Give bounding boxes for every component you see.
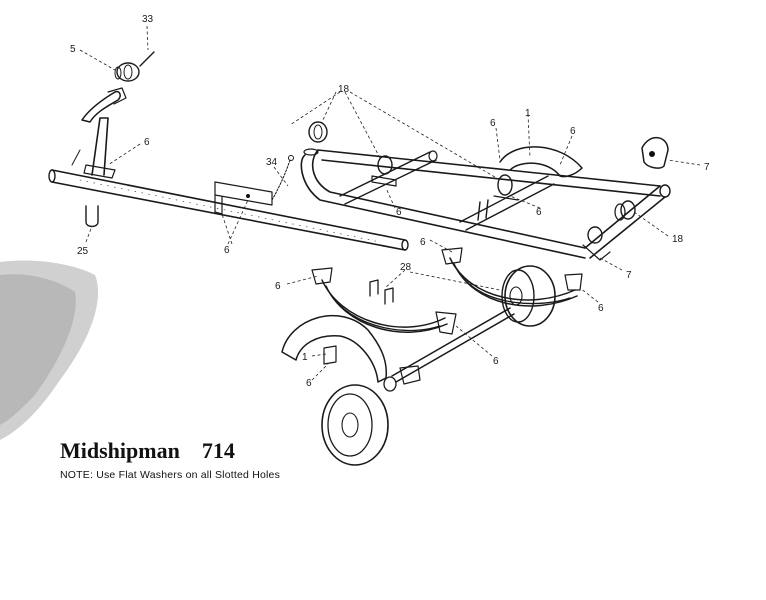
callout-6-roller: 6 bbox=[396, 207, 402, 218]
callout-7-top: 7 bbox=[704, 162, 710, 173]
callout-labels: 33 5 6 18 1 6 6 7 34 6 6 6 6 18 7 25 28 … bbox=[70, 14, 710, 389]
spring-shackle bbox=[435, 311, 457, 335]
callout-6-top: 6 bbox=[490, 118, 496, 129]
tongue-tube bbox=[48, 169, 409, 251]
title-block: Midshipman 714 NOTE: Use Flat Washers on… bbox=[60, 438, 280, 481]
callout-33: 33 bbox=[142, 14, 154, 25]
callout-6-frontright: 6 bbox=[598, 303, 604, 314]
u-bolts-28 bbox=[369, 279, 394, 305]
leaf-spring-right bbox=[441, 247, 583, 307]
diagram-note: NOTE: Use Flat Washers on all Slotted Ho… bbox=[60, 469, 281, 481]
leaf-spring-left bbox=[311, 267, 448, 333]
callout-34: 34 bbox=[266, 157, 278, 168]
callout-28: 28 bbox=[400, 262, 412, 273]
callout-5: 5 bbox=[70, 44, 76, 55]
callout-7-right: 7 bbox=[626, 270, 632, 281]
roller-center bbox=[371, 155, 397, 187]
callout-6-left: 6 bbox=[275, 281, 281, 292]
roller-left bbox=[308, 121, 328, 143]
winch-roller bbox=[114, 62, 140, 82]
tail-light bbox=[641, 137, 669, 169]
winch-pin bbox=[139, 51, 155, 67]
diagram-title: Midshipman 714 bbox=[60, 438, 235, 463]
winch-stand bbox=[71, 87, 127, 179]
tongue-bracket bbox=[214, 181, 273, 215]
callout-6-center: 6 bbox=[493, 356, 499, 367]
callout-18-right: 18 bbox=[672, 234, 684, 245]
leader-lines bbox=[79, 25, 701, 381]
roller-mid bbox=[493, 174, 519, 201]
callout-6-topright: 6 bbox=[570, 126, 576, 137]
wheel-left bbox=[321, 376, 397, 466]
fender-rear bbox=[499, 146, 583, 178]
wheel-right bbox=[501, 265, 556, 327]
frame bbox=[300, 148, 671, 259]
axle bbox=[391, 307, 515, 385]
callout-18-top: 18 bbox=[338, 84, 350, 95]
callout-6-bracket: 6 bbox=[224, 245, 230, 256]
roller-right bbox=[582, 200, 636, 261]
u-bolt bbox=[85, 205, 99, 228]
safety-chain bbox=[271, 155, 294, 201]
callout-1-fender: 1 bbox=[302, 352, 308, 363]
callout-6-right: 6 bbox=[420, 237, 426, 248]
page-smudge-inner bbox=[0, 274, 76, 425]
callout-6-fender: 6 bbox=[306, 378, 312, 389]
callout-25: 25 bbox=[77, 246, 89, 257]
callout-6-mid: 6 bbox=[536, 207, 542, 218]
callout-1-top: 1 bbox=[525, 108, 531, 119]
callout-6-jack: 6 bbox=[144, 137, 150, 148]
